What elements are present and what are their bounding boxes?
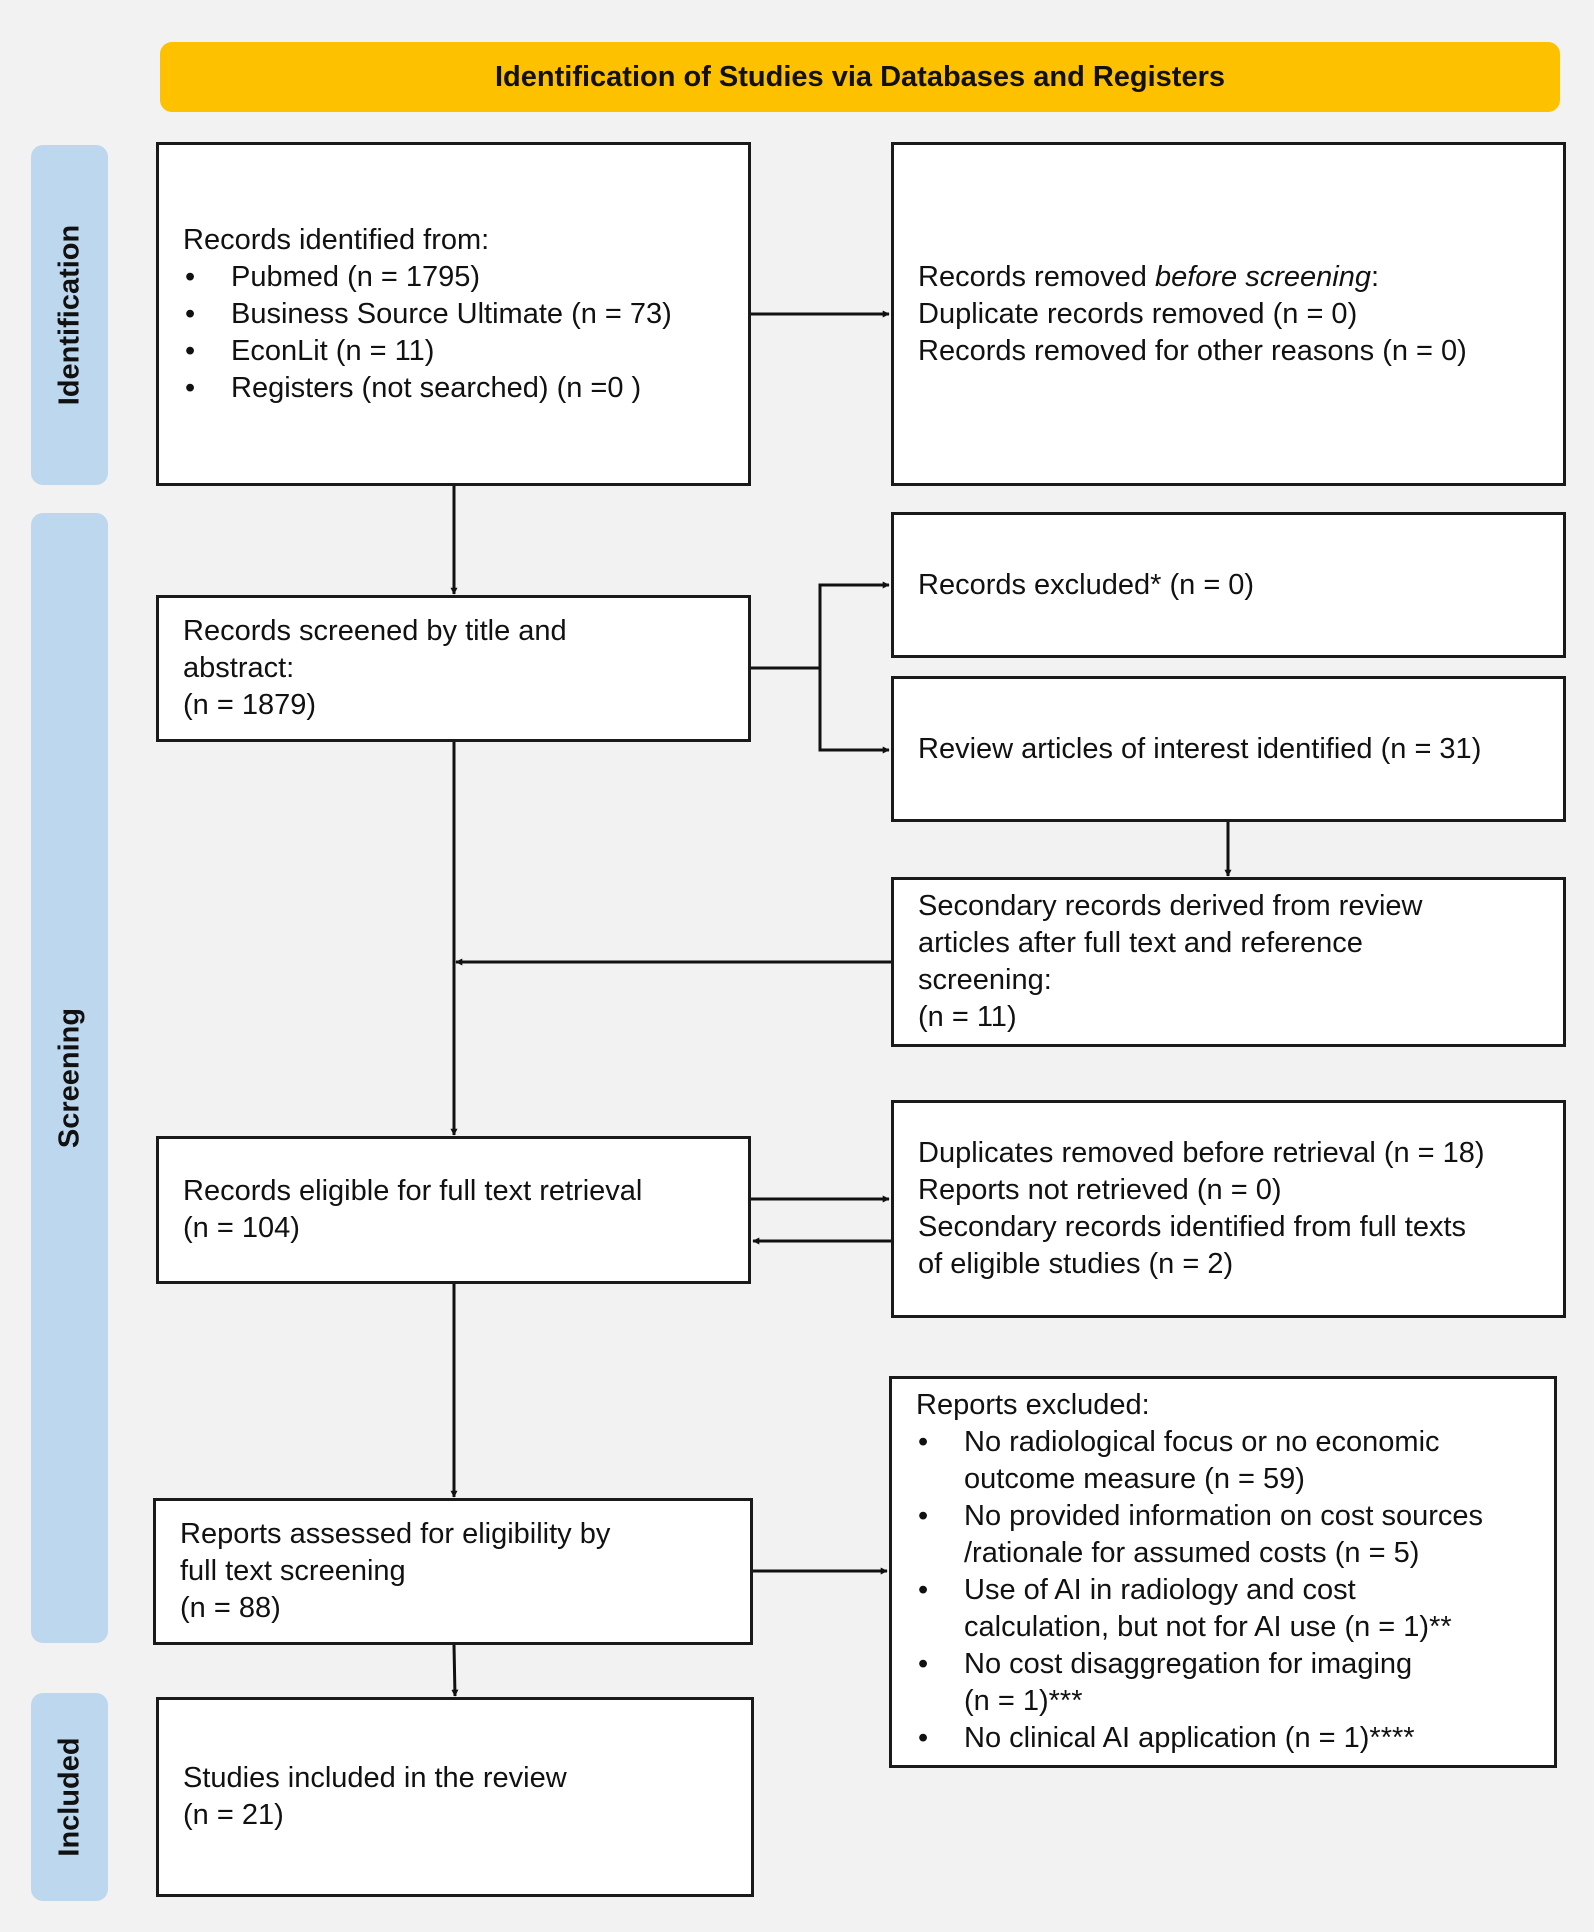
list-item: Pubmed (n = 1795) [183,259,724,296]
phase-identification: Identification [31,145,108,485]
list-item: No clinical AI application (n = 1)**** [916,1720,1530,1757]
eligible-retrieval-line2: (n = 104) [183,1212,300,1244]
list-item-line: No cost disaggregation for imaging [964,1648,1413,1680]
phase-included: Included [31,1693,108,1901]
header-banner: Identification of Studies via Databases … [160,42,1560,112]
records-identified-list: Pubmed (n = 1795) Business Source Ultima… [183,259,724,407]
duplicates-removed-line2: Reports not retrieved (n = 0) [918,1174,1282,1206]
records-removed-line1: Records removed before screening: [918,259,1539,296]
duplicates-removed-box: Duplicates removed before retrieval (n =… [891,1100,1566,1318]
list-item-line: /rationale for assumed costs (n = 5) [964,1537,1420,1569]
records-screened-line1: Records screened by title and [183,615,567,647]
secondary-records-line1: Secondary records derived from review [918,890,1423,922]
duplicates-removed-line1: Duplicates removed before retrieval (n =… [918,1137,1485,1169]
review-articles-text: Review articles of interest identified (… [918,732,1482,765]
reports-assessed-line1: Reports assessed for eligibility by [180,1518,611,1550]
reports-excluded-box: Reports excluded: No radiological focus … [889,1376,1557,1768]
records-removed-line3: Records removed for other reasons (n = 0… [918,334,1467,367]
secondary-records-line4: (n = 11) [918,1001,1017,1033]
connector-screened-to-review [818,668,890,754]
records-removed-suffix: : [1370,260,1380,293]
duplicates-removed-line3: Secondary records identified from full t… [918,1211,1467,1243]
records-screened-line3: (n = 1879) [183,689,317,721]
phase-screening: Screening [31,513,108,1643]
records-removed-line2: Duplicate records removed (n = 0) [918,297,1358,330]
list-item: EconLit (n = 11) [183,333,724,370]
records-identified-title: Records identified from: [183,223,490,256]
list-item-line: No clinical AI application (n = 1)**** [964,1722,1415,1754]
list-item: Registers (not searched) (n =0 ) [183,370,724,407]
studies-included-line1: Studies included in the review [183,1762,567,1794]
list-item-line: (n = 1)*** [964,1685,1083,1717]
list-item-line: No radiological focus or no economic [964,1426,1440,1458]
list-item-line: Use of AI in radiology and cost [964,1574,1356,1606]
eligible-retrieval-line1: Records eligible for full text retrieval [183,1175,643,1207]
reports-excluded-list: No radiological focus or no economic outc… [916,1424,1530,1757]
list-item: No radiological focus or no economic outc… [916,1424,1530,1498]
duplicates-removed-line4: of eligible studies (n = 2) [918,1248,1234,1280]
list-item: No provided information on cost sources /… [916,1498,1530,1572]
connector-screened-split [751,581,890,670]
records-removed-box: Records removed before screening: Duplic… [891,142,1566,486]
reports-assessed-box: Reports assessed for eligibility by full… [153,1498,753,1645]
reports-excluded-title: Reports excluded: [916,1389,1150,1421]
studies-included-box: Studies included in the review (n = 21) [156,1697,754,1897]
studies-included-line2: (n = 21) [183,1799,284,1831]
records-removed-emphasis: before screening [1154,260,1371,293]
header-title: Identification of Studies via Databases … [494,60,1226,93]
list-item: No cost disaggregation for imaging (n = 1… [916,1646,1530,1720]
reports-assessed-line3: (n = 88) [180,1592,281,1624]
list-item-line: outcome measure (n = 59) [964,1463,1305,1495]
records-excluded-text: Records excluded* (n = 0) [918,568,1255,601]
list-item-line: No provided information on cost sources [964,1500,1484,1532]
review-articles-box: Review articles of interest identified (… [891,676,1566,822]
records-removed-prefix: Records removed [918,260,1155,293]
arrow-assessed-to-included [451,1644,459,1697]
records-identified-box: Records identified from: Pubmed (n = 179… [156,142,751,486]
list-item: Use of AI in radiology and cost calculati… [916,1572,1530,1646]
eligible-retrieval-box: Records eligible for full text retrieval… [156,1136,751,1284]
list-item: Business Source Ultimate (n = 73) [183,296,724,333]
reports-assessed-line2: full text screening [180,1555,406,1587]
list-item-line: calculation, but not for AI use (n = 1)*… [964,1611,1452,1643]
secondary-records-line2: articles after full text and reference [918,927,1363,959]
records-excluded-box: Records excluded* (n = 0) [891,512,1566,658]
records-screened-line2: abstract: [183,652,295,684]
records-screened-box: Records screened by title and abstract: … [156,595,751,742]
secondary-records-line3: screening: [918,964,1052,996]
secondary-records-box: Secondary records derived from review ar… [891,877,1566,1047]
